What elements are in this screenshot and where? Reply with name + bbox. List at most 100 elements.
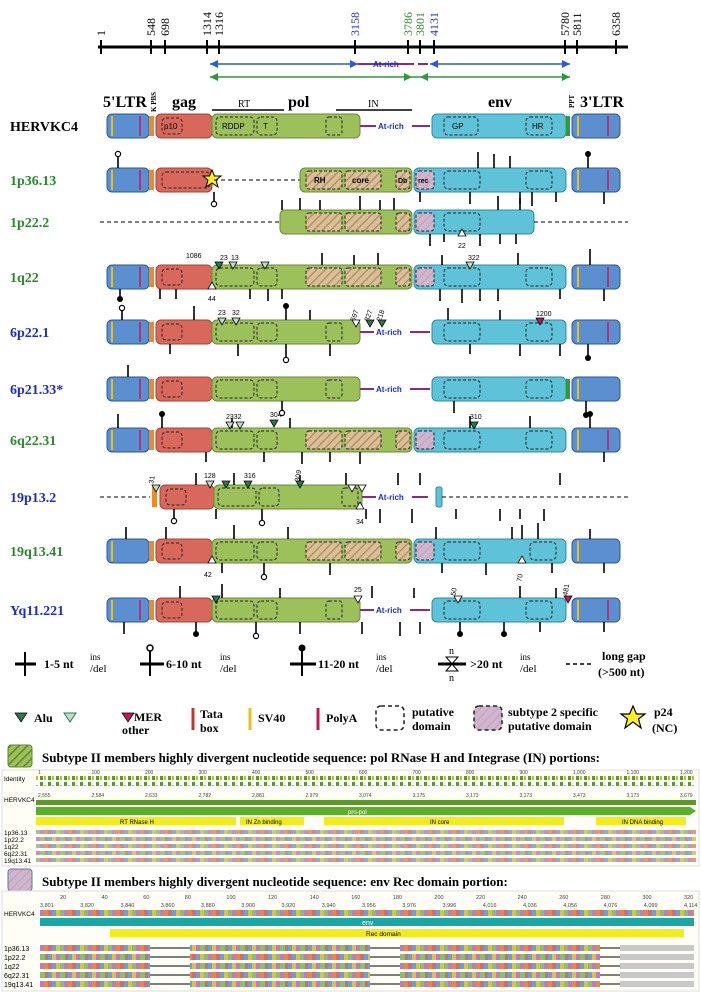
indel-mark-filled: [283, 303, 289, 309]
ann-22: 22: [458, 243, 466, 250]
insertion-triangle: [225, 421, 235, 430]
row-labels: HERVKC41p36.131p22.21q226p22.16p21.33*6q…: [10, 120, 78, 619]
legend-sv40: SV40: [248, 708, 285, 730]
insertion-triangle: [260, 261, 270, 270]
alignment1-title: Subtype II members highly divergent nucl…: [42, 750, 600, 765]
row-label: 6p21.33*: [10, 383, 63, 398]
insertion-triangle: [211, 595, 221, 604]
insertion-triangle: [353, 595, 363, 604]
header-env: env: [488, 94, 512, 111]
indel-mark-open: [170, 517, 178, 525]
header-ppt: PPT: [568, 94, 576, 108]
indel-marks: [114, 150, 605, 640]
domain-db: Db: [398, 178, 407, 185]
indel-mark-filled: [117, 296, 123, 302]
alignment-tick-label: 3,173: [627, 793, 640, 799]
alignment2-member-label: 19q13.41: [4, 982, 33, 989]
alignment-tick-label: 3,173: [520, 793, 533, 799]
ann-481: 481: [562, 583, 571, 596]
legend-ins-6-10: 6-10 nt ins /del: [140, 644, 237, 676]
legend-putative: putative domain: [375, 705, 455, 733]
alignment2-member-seq: [190, 981, 370, 987]
row-label: 19q13.41: [10, 545, 63, 560]
legend-tata: Tata box: [191, 707, 223, 735]
legend-p24: p24 (NC): [619, 704, 677, 735]
alignment2-member-seq: [190, 963, 370, 969]
indel-mark-open: [278, 409, 286, 417]
alignment2-member-label: 1q22: [4, 964, 20, 971]
alignment2-member-seq: [620, 972, 694, 978]
insertion-triangle: [228, 261, 238, 270]
header-pbs: K PBS: [150, 92, 158, 112]
legend-ins4-sup: ins: [520, 652, 531, 662]
insertion-triangle: [235, 421, 245, 430]
ruler-tick-label: 5811: [570, 12, 584, 36]
alignment-tick-label: 3,473: [573, 793, 586, 799]
insertion-triangle: [295, 480, 305, 489]
insertion-triangle: [453, 595, 463, 604]
header-3ltr: 3'LTR: [580, 94, 624, 111]
alignment2-member-seq: [620, 945, 694, 951]
legend-tata-text2: box: [200, 721, 219, 735]
indel-mark-filled: [585, 151, 591, 157]
insertion-triangle: [207, 555, 217, 564]
insertion-triangle: [214, 261, 224, 270]
legend-mer: MER other: [121, 710, 162, 737]
ruler-tick-label: 6358: [609, 12, 623, 36]
ann-316: 316: [244, 473, 256, 480]
legend-ins4-sub: /del: [520, 663, 537, 675]
alignment2-member-label: 1p36.13: [4, 946, 29, 953]
alignment1-member-label: 1p22.2: [4, 837, 24, 844]
insertion-triangle: [457, 228, 467, 237]
legend-long-gap-text: long gap: [602, 649, 646, 663]
row-1p36-13: RH core Db rec: [106, 167, 621, 193]
ann-70: 70: [516, 573, 524, 582]
alignment-tick-label: 2,584: [92, 793, 105, 799]
legend-p24-text: p24: [654, 705, 673, 719]
alignment2-member-seq: [620, 954, 694, 960]
ann-13: 13: [231, 255, 239, 262]
alignment-tick-label: 200: [145, 770, 154, 776]
legend-subtype2-text: subtype 2 specific: [508, 705, 599, 719]
row-label: 1p22.2: [10, 216, 49, 231]
indel-mark-open: [252, 632, 260, 640]
ann-25: 25: [354, 587, 362, 594]
at-rich-yq11-221: At-rich: [376, 606, 402, 615]
ann-128: 128: [204, 473, 216, 480]
indel-mark-filled: [159, 411, 165, 417]
ann-218: 218: [376, 309, 387, 322]
row-19q13-41: 42 70: [106, 538, 621, 582]
alignment-pol: Subtype II members highly divergent nucl…: [1, 744, 700, 867]
indel-mark-open: [210, 200, 218, 208]
legend-ins-11-20: 11-20 nt ins /del: [290, 644, 393, 676]
alignment-tick-label: 3,996: [443, 903, 457, 909]
legend-ins3-sub: /del: [376, 663, 393, 675]
alignment-tick-label: 40: [102, 895, 108, 901]
alignment-tick-label: 600: [359, 770, 368, 776]
ruler-tick-label: 3801: [413, 12, 427, 36]
alignment-tick-label: 4,036: [523, 903, 537, 909]
row-19p13-2: At-rich 31 128 316 309 34: [100, 469, 628, 526]
header-pol: pol: [288, 94, 310, 111]
insertion-triangle: [205, 480, 215, 489]
insertion-triangle: [217, 317, 227, 326]
alignment2-member-label: 6q22.31: [4, 973, 29, 980]
alignment-tick-label: 120: [268, 895, 277, 901]
alignment2-title: Subtype II members highly divergent nucl…: [42, 874, 508, 889]
insertion-triangle: [151, 484, 161, 493]
insertion-triangle: [357, 484, 367, 493]
alignment-tick-label: 160: [351, 895, 360, 901]
alignment-tick-label: 3,820: [80, 903, 94, 909]
legend-ins2-sub: /del: [220, 663, 237, 675]
alignment-tick-label: 1,100: [627, 770, 640, 776]
ruler-tick-label: 5780: [558, 12, 572, 36]
ann-34: 34: [356, 519, 364, 526]
domain-p10: p10: [164, 122, 178, 131]
alignment-tick-label: 400: [252, 770, 261, 776]
ann-1086: 1086: [186, 253, 202, 260]
alignment-tick-label: 320: [684, 895, 693, 901]
row-label: 1p36.13: [10, 174, 56, 189]
alignment-tick-label: 3,840: [121, 903, 135, 909]
ann-23b: 23: [218, 310, 226, 317]
